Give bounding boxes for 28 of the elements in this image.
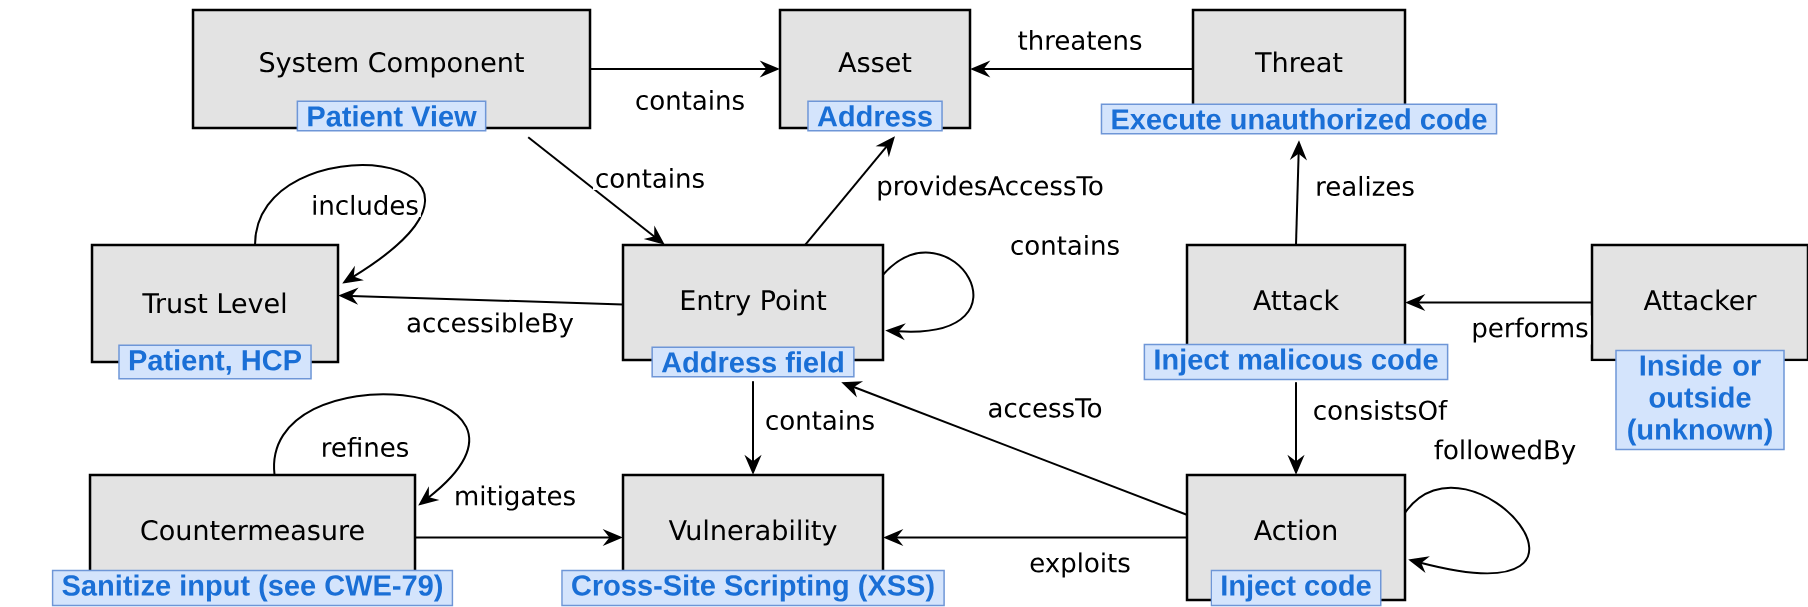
edge-label: providesAccessTo: [874, 173, 1106, 203]
edge-label: realizes: [1313, 173, 1417, 199]
edge-label: threatens: [1015, 27, 1145, 53]
instance-tag: Patient View: [296, 100, 487, 132]
instance-tag: Inject code: [1210, 569, 1382, 607]
edge-label: contains: [763, 407, 878, 433]
edge-label: refines: [318, 434, 412, 460]
instance-tag: Cross-Site Scripting (XSS): [561, 569, 945, 607]
arrow: [1404, 487, 1530, 574]
instance-tag: Address: [807, 100, 943, 132]
instance-tag: Execute unauthorized code: [1100, 103, 1498, 135]
edge-label: accessibleBy: [404, 310, 576, 340]
edge-label: contains: [593, 165, 708, 191]
edge-label: contains: [633, 87, 748, 113]
edge-label: accessTo: [985, 396, 1105, 420]
edge-label: exploits: [1027, 550, 1133, 580]
edge-label: followedBy: [1431, 437, 1579, 467]
arrow: [254, 164, 427, 284]
arrow: [882, 252, 975, 341]
edge-label: consistsOf: [1310, 397, 1450, 423]
instance-tag: Sanitize input (see CWE-79): [51, 569, 454, 607]
edge-label: contains: [1008, 232, 1123, 258]
edge-label: includes: [309, 192, 421, 218]
instance-tag: Inject malicous code: [1143, 343, 1449, 381]
instance-tag: Address field: [651, 346, 855, 378]
instance-tag: Patient, HCP: [118, 344, 312, 380]
edge-label: mitigates: [451, 483, 579, 513]
edge-label: performs: [1469, 315, 1591, 345]
